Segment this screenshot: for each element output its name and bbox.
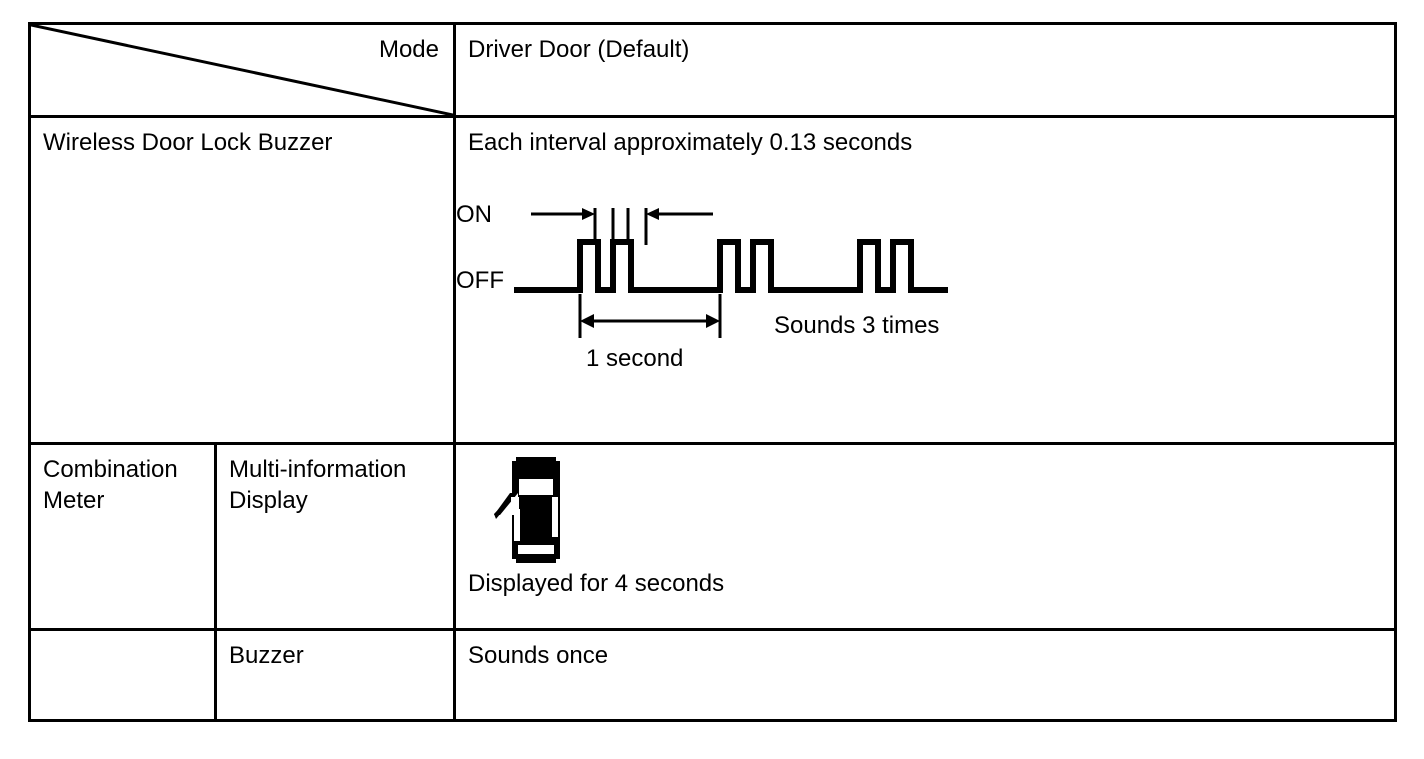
- one-second-dimension: 1 second: [578, 294, 722, 372]
- timing-waveform-figure: ON OFF: [456, 190, 976, 390]
- square-wave-trace: [514, 239, 948, 293]
- row-label-wireless-door-lock-buzzer: Wireless Door Lock Buzzer: [31, 118, 456, 442]
- table-row: Wireless Door Lock Buzzer Each interval …: [31, 118, 1394, 445]
- table-row: Buzzer Sounds once: [31, 631, 1394, 719]
- row-label-combination-meter: Combination Meter: [31, 445, 217, 628]
- one-second-label: 1 second: [586, 345, 683, 372]
- row-value-buzzer: Sounds once: [468, 642, 609, 669]
- header-mode-value: Driver Door (Default): [468, 36, 690, 63]
- car-door-open-icon: [494, 457, 560, 563]
- displayed-duration-caption: Displayed for 4 seconds: [468, 570, 725, 597]
- row-value-wireless-door-lock-buzzer: Each interval approximately 0.13 seconds…: [456, 118, 1400, 442]
- row-value-multi-information-display: Displayed for 4 seconds: [456, 445, 1400, 628]
- header-corner-cell: Mode: [31, 25, 456, 115]
- interval-extension-ticks: [593, 208, 648, 245]
- specification-table: Mode Driver Door (Default) Wireless Door…: [28, 22, 1397, 722]
- timing-waveform-svg: ON OFF: [456, 201, 948, 372]
- waveform-off-label: OFF: [456, 267, 504, 294]
- row-label-buzzer: Buzzer: [217, 631, 456, 719]
- row-label-multi-information-display: Multi-information Display: [217, 445, 456, 628]
- row-label-combination-meter-continued: [31, 631, 217, 719]
- interval-note: Each interval approximately 0.13 seconds: [468, 129, 913, 156]
- car-door-open-figure: [494, 457, 574, 563]
- interval-dimension-arrows: [531, 208, 713, 220]
- waveform-on-label: ON: [456, 201, 492, 228]
- table-row: Combination Meter Multi-information Disp…: [31, 445, 1394, 631]
- header-mode-label: Mode: [378, 36, 439, 63]
- table-header-row: Mode Driver Door (Default): [31, 25, 1394, 118]
- sounds-3-times-label: Sounds 3 times: [774, 312, 939, 339]
